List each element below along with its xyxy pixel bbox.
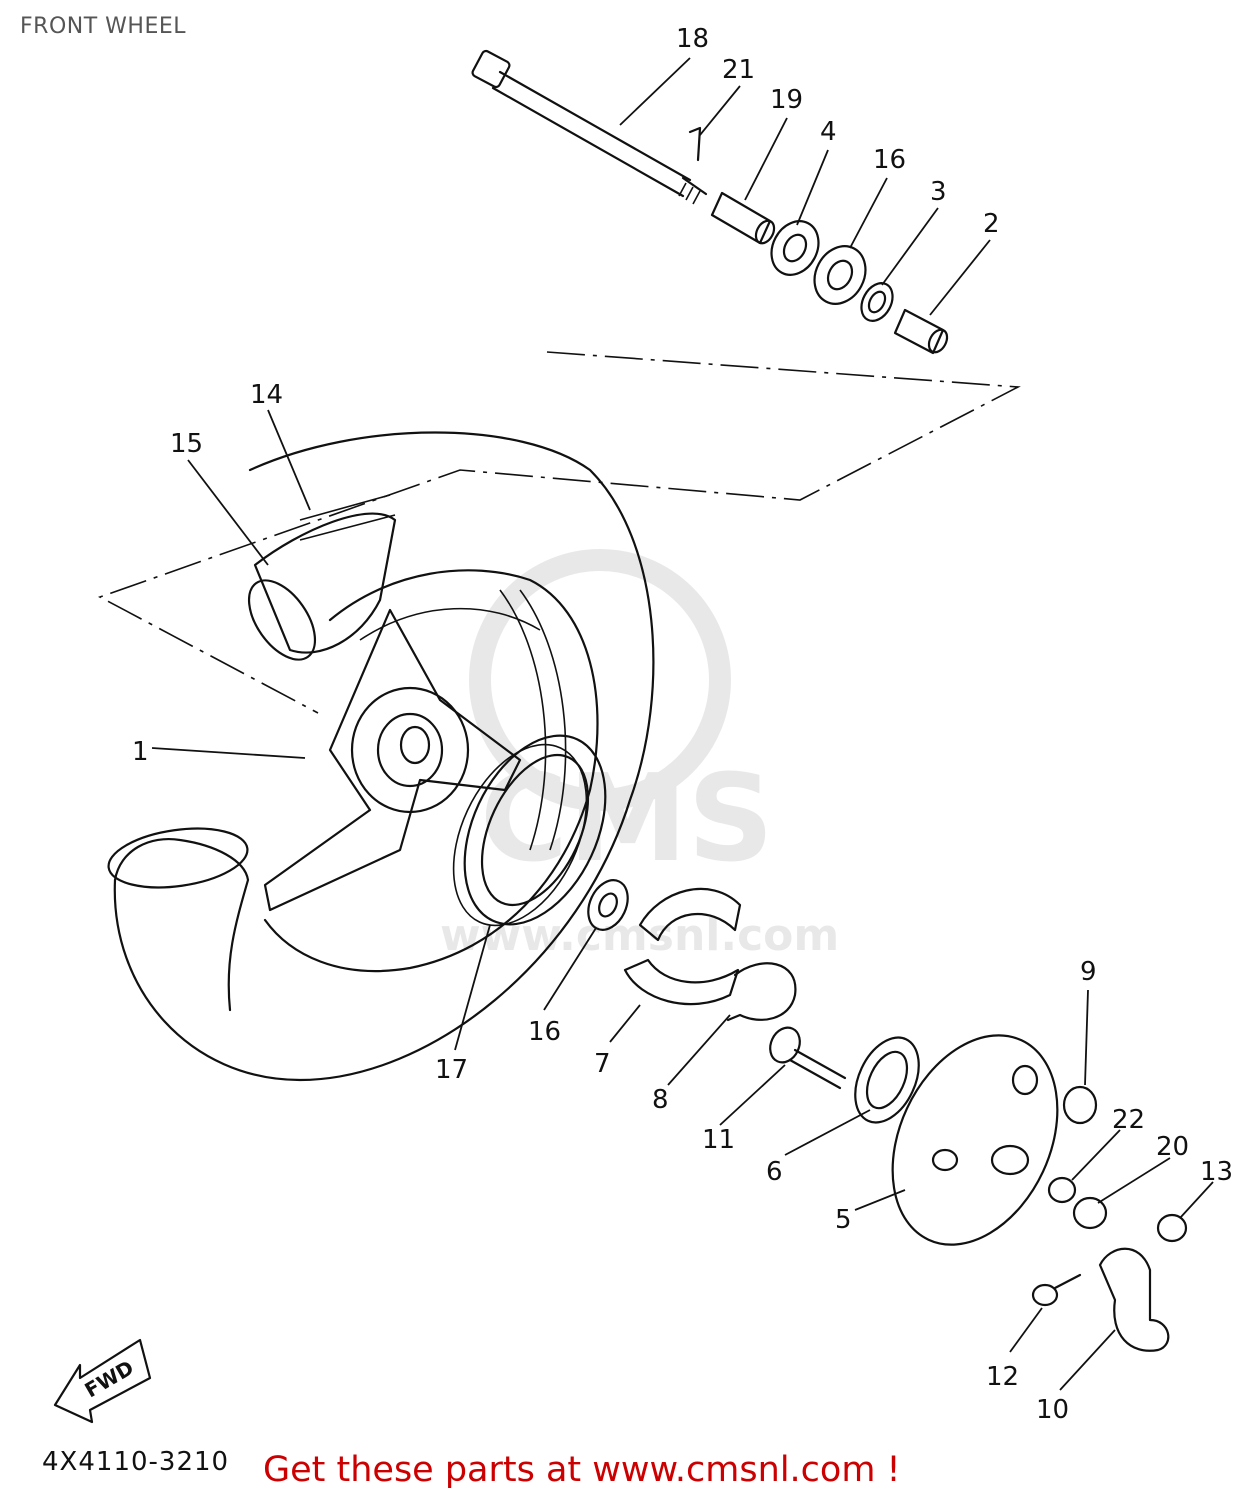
bearing-part-mid	[813, 245, 867, 305]
nut-part-9	[1062, 1085, 1098, 1125]
callout-16-upper: 16	[873, 145, 906, 175]
hub-seal-ring-part	[452, 734, 607, 927]
leader-1	[151, 747, 306, 759]
leader-8	[667, 1014, 731, 1086]
callout-4: 4	[820, 117, 837, 147]
callout-13: 13	[1200, 1157, 1233, 1187]
callout-10: 10	[1036, 1395, 1069, 1425]
callout-18: 18	[676, 24, 709, 54]
spacer-part	[893, 308, 949, 355]
leader-20	[1097, 1157, 1171, 1204]
leader-16b	[543, 927, 597, 1011]
brake-shoe-plate-part	[891, 1034, 1059, 1246]
nut-part-13	[1156, 1213, 1188, 1243]
callout-21: 21	[722, 55, 755, 85]
callout-3: 3	[930, 177, 947, 207]
bearing-part-upper	[770, 220, 820, 276]
callout-17: 17	[435, 1055, 468, 1085]
bolt-part-12	[1031, 1273, 1082, 1307]
leader-6	[784, 1109, 871, 1156]
callout-19: 19	[770, 85, 803, 115]
fwd-label: FWD	[81, 1355, 138, 1402]
cam-lever-part	[1098, 1247, 1170, 1352]
leader-18	[619, 57, 691, 126]
callout-9: 9	[1080, 957, 1097, 987]
callout-8: 8	[652, 1085, 669, 1115]
axle-part	[471, 49, 708, 205]
cta-link[interactable]: Get these parts at www.cmsnl.com !	[263, 1450, 901, 1490]
cms-watermark-logo: CMS www.cmsnl.com	[440, 549, 839, 961]
shoe-plate-seal-part	[854, 1036, 920, 1124]
leader-21	[699, 85, 741, 136]
leader-16a	[849, 177, 888, 249]
leader-11	[719, 1064, 786, 1126]
leader-4	[796, 149, 829, 226]
callout-11: 11	[702, 1125, 735, 1155]
callout-16-lower: 16	[528, 1017, 561, 1047]
fwd-arrow-icon: FWD	[53, 1338, 152, 1424]
tire-part	[247, 494, 397, 661]
leader-9	[1084, 989, 1089, 1086]
leader-7	[609, 1004, 641, 1043]
callout-14: 14	[250, 380, 283, 410]
callout-15: 15	[170, 429, 203, 459]
watermark-text: CMS	[480, 750, 774, 889]
collar-part	[710, 191, 776, 245]
spring-part	[726, 962, 797, 1022]
watermark-url: www.cmsnl.com	[440, 910, 839, 961]
leader-14	[267, 409, 311, 511]
leader-17	[454, 924, 491, 1051]
leader-2	[929, 239, 991, 316]
bearing-part-lower	[587, 879, 629, 931]
callout-2: 2	[983, 209, 1000, 239]
callout-5: 5	[835, 1205, 852, 1235]
leader-13	[1179, 1181, 1214, 1219]
cotter-pin-part	[688, 126, 702, 162]
callout-1: 1	[132, 737, 149, 767]
assembly-guide-line	[98, 351, 1021, 714]
leader-5	[854, 1189, 906, 1211]
callout-22: 22	[1112, 1105, 1145, 1135]
callout-12: 12	[986, 1362, 1019, 1392]
wheel-rim-part	[107, 431, 655, 1082]
callout-20: 20	[1156, 1132, 1189, 1162]
leader-12	[1009, 1307, 1043, 1353]
part-code: 4X4110-3210	[42, 1447, 230, 1477]
leader-10	[1059, 1329, 1116, 1391]
nut-part-20	[1072, 1196, 1108, 1230]
leader-3	[881, 207, 939, 286]
leader-22	[1071, 1129, 1121, 1181]
page-title: FRONT WHEEL	[20, 14, 186, 39]
camshaft-part	[769, 1026, 847, 1090]
washer-part-22	[1047, 1176, 1077, 1204]
oil-seal-part	[860, 282, 894, 322]
callout-7: 7	[594, 1049, 611, 1079]
callout-6: 6	[766, 1157, 783, 1187]
leader-19	[744, 117, 788, 201]
brake-shoe-part	[623, 887, 742, 1006]
leader-15	[187, 459, 269, 566]
